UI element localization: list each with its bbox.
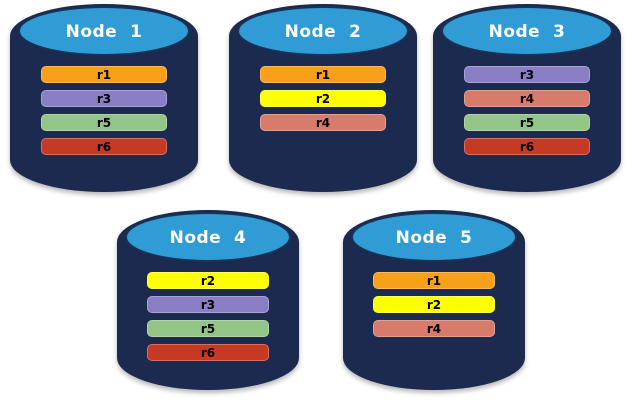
db-node-1: Node 1 r1 r3 r5 r6 <box>10 4 198 192</box>
replica-bar-r5: r5 <box>464 114 590 131</box>
replica-stack: r1 r2 r4 <box>229 66 417 131</box>
node-title: Node 2 <box>284 22 362 42</box>
replica-label: r5 <box>519 115 535 130</box>
replica-bar-r5: r5 <box>41 114 167 131</box>
cylinder-top-ellipse: Node 2 <box>237 6 409 56</box>
replica-bar-r6: r6 <box>147 344 269 361</box>
replica-bar-r6: r6 <box>41 138 167 155</box>
replica-bar-r3: r3 <box>41 90 167 107</box>
cylinder-top-ellipse: Node 5 <box>351 212 517 262</box>
replica-bar-r3: r3 <box>464 66 590 83</box>
db-node-5: Node 5 r1 r2 r4 <box>343 210 525 390</box>
node-title: Node 1 <box>65 22 143 42</box>
db-node-3: Node 3 r3 r4 r5 r6 <box>433 4 621 192</box>
replica-bar-r6: r6 <box>464 138 590 155</box>
replica-bar-r1: r1 <box>373 272 495 289</box>
replica-label: r2 <box>200 273 216 288</box>
replica-bar-r2: r2 <box>373 296 495 313</box>
replica-bar-r4: r4 <box>260 114 386 131</box>
replica-bar-r5: r5 <box>147 320 269 337</box>
node-title: Node 4 <box>169 228 247 248</box>
replica-bar-r1: r1 <box>41 66 167 83</box>
replica-label: r6 <box>96 139 112 154</box>
replica-label: r5 <box>200 321 216 336</box>
replica-bar-r2: r2 <box>260 90 386 107</box>
replica-label: r5 <box>96 115 112 130</box>
db-node-2: Node 2 r1 r2 r4 <box>229 4 417 192</box>
replica-stack: r1 r3 r5 r6 <box>10 66 198 155</box>
replica-stack: r2 r3 r5 r6 <box>117 272 299 361</box>
replica-label: r4 <box>315 115 331 130</box>
replica-label: r4 <box>426 321 442 336</box>
replica-label: r6 <box>200 345 216 360</box>
replica-stack: r3 r4 r5 r6 <box>433 66 621 155</box>
replica-label: r4 <box>519 91 535 106</box>
replica-label: r3 <box>96 91 112 106</box>
replica-label: r3 <box>519 67 535 82</box>
replica-label: r6 <box>519 139 535 154</box>
cylinder-top-ellipse: Node 4 <box>125 212 291 262</box>
cylinder-top-ellipse: Node 1 <box>18 6 190 56</box>
replica-bar-r3: r3 <box>147 296 269 313</box>
cylinder-top-ellipse: Node 3 <box>441 6 613 56</box>
replica-stack: r1 r2 r4 <box>343 272 525 337</box>
db-node-4: Node 4 r2 r3 r5 r6 <box>117 210 299 390</box>
replica-label: r1 <box>426 273 442 288</box>
replica-bar-r1: r1 <box>260 66 386 83</box>
replica-label: r2 <box>426 297 442 312</box>
replica-label: r1 <box>315 67 331 82</box>
replica-label: r1 <box>96 67 112 82</box>
replica-label: r2 <box>315 91 331 106</box>
node-title: Node 5 <box>395 228 473 248</box>
replica-bar-r4: r4 <box>464 90 590 107</box>
node-title: Node 3 <box>488 22 566 42</box>
replica-bar-r2: r2 <box>147 272 269 289</box>
replica-label: r3 <box>200 297 216 312</box>
replica-bar-r4: r4 <box>373 320 495 337</box>
